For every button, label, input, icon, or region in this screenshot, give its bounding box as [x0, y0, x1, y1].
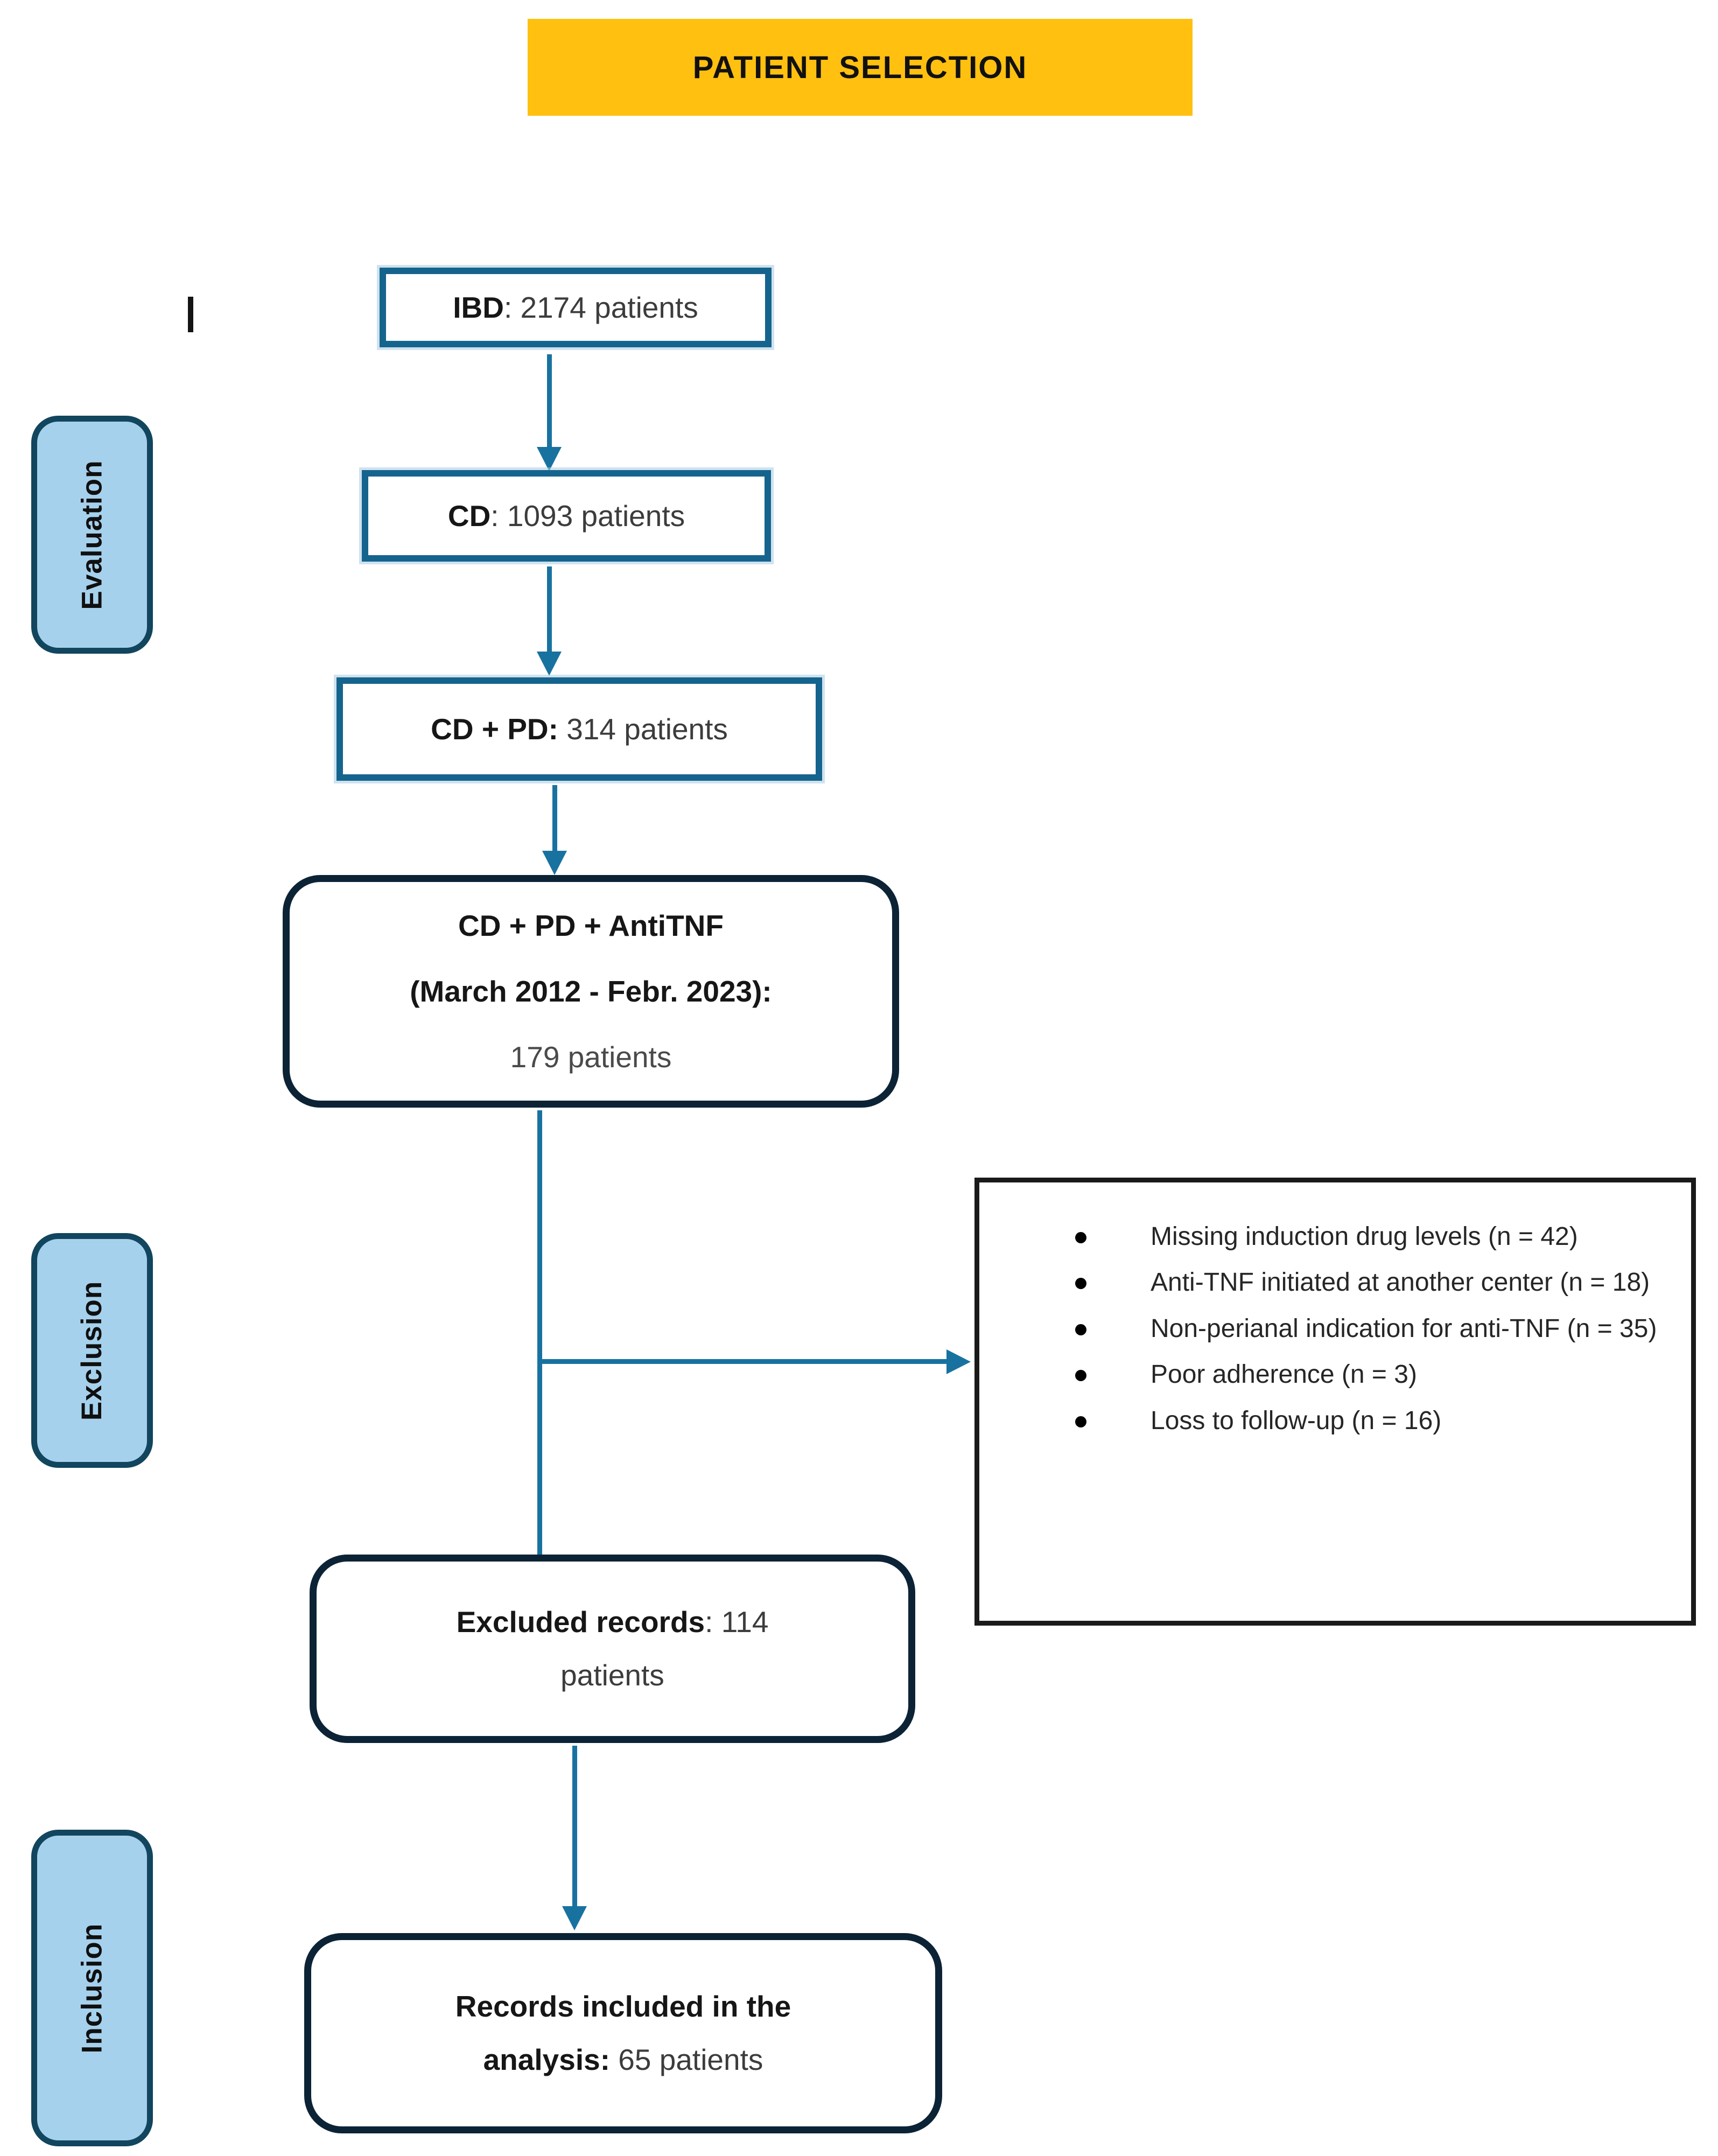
exclusion-reason-item: Loss to follow-up (n = 16) [1071, 1398, 1661, 1444]
side-label-exclusion: Exclusion [31, 1233, 153, 1468]
side-label-inclusion: Inclusion [31, 1830, 153, 2146]
box-included-label: Records included in the analysis: 65 pat… [455, 1990, 791, 2076]
exclusion-reasons-list: Missing induction drug levels (n = 42) A… [979, 1182, 1691, 1444]
arrowhead-exclusion-reasons [946, 1349, 971, 1374]
arrowhead-excluded-included [562, 1906, 587, 1930]
box-ibd: IBD: 2174 patients [380, 268, 772, 347]
arrow-excluded-included [572, 1746, 577, 1908]
box-cd-pd: CD + PD: 314 patients [336, 677, 822, 781]
side-label-inclusion-text: Inclusion [76, 1923, 108, 2053]
arrowhead-cdpd-antitnf [542, 851, 567, 875]
arrowhead-cd-cdpd [537, 652, 562, 676]
exclusion-reasons-box: Missing induction drug levels (n = 42) A… [974, 1178, 1696, 1626]
box-cd-label: CD: 1093 patients [447, 499, 685, 533]
arrow-ibd-cd [547, 354, 552, 450]
box-records-included: Records included in the analysis: 65 pat… [304, 1933, 942, 2133]
exclusion-reason-item: Poor adherence (n = 3) [1071, 1352, 1661, 1397]
stray-cursor-mark [188, 297, 193, 332]
box-cd-pd-antitnf: CD + PD + AntiTNF (March 2012 - Febr. 20… [283, 875, 899, 1108]
arrow-branch-exclusion-reasons [539, 1359, 948, 1364]
exclusion-reason-item: Non-perianal indication for anti-TNF (n … [1071, 1306, 1661, 1352]
arrow-cdpd-antitnf [552, 785, 557, 854]
box-ibd-label: IBD: 2174 patients [453, 291, 698, 324]
side-label-exclusion-text: Exclusion [76, 1280, 108, 1420]
arrow-antitnf-excluded [537, 1110, 542, 1582]
box-cd: CD: 1093 patients [362, 470, 771, 562]
box-excluded-label: Excluded records: 114 patients [456, 1605, 769, 1692]
box-antitnf-line1: CD + PD + AntiTNF [458, 909, 724, 942]
box-antitnf-line3: 179 patients [510, 1040, 672, 1074]
title-banner: PATIENT SELECTION [528, 19, 1193, 116]
box-cd-pd-label: CD + PD: 314 patients [431, 712, 728, 746]
side-label-evaluation: Evaluation [31, 416, 153, 654]
side-label-evaluation-text: Evaluation [76, 459, 108, 610]
arrow-cd-cdpd [547, 566, 552, 654]
box-antitnf-line2: (March 2012 - Febr. 2023): [410, 975, 772, 1008]
box-excluded-records: Excluded records: 114 patients [310, 1555, 915, 1743]
exclusion-reason-item: Missing induction drug levels (n = 42) [1071, 1214, 1661, 1259]
exclusion-reason-item: Anti-TNF initiated at another center (n … [1071, 1259, 1661, 1305]
arrowhead-ibd-cd [537, 447, 562, 471]
